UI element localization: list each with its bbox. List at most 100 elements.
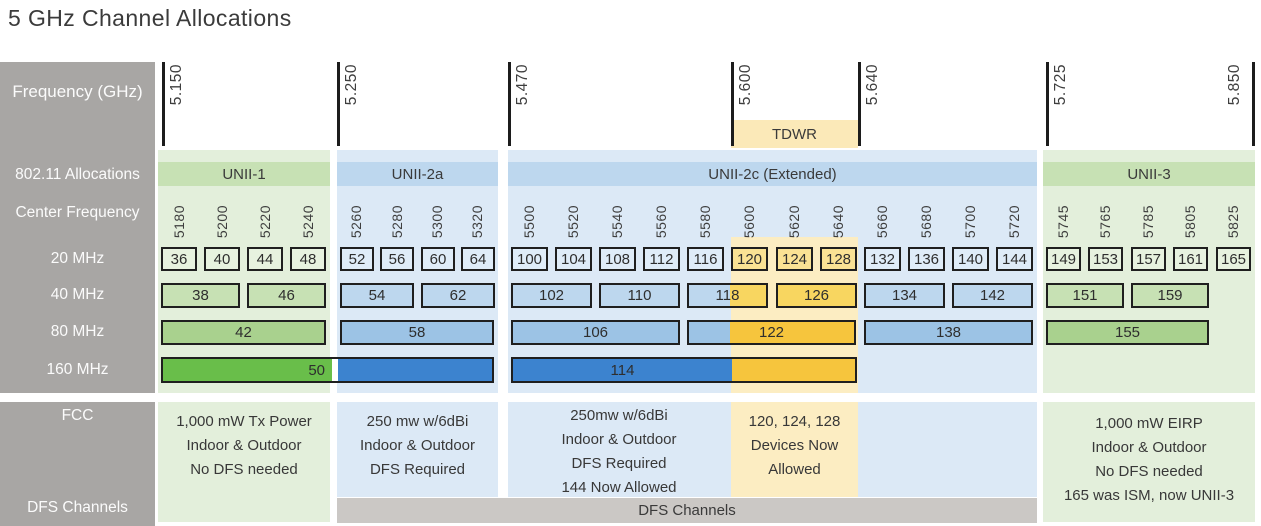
channel-80mhz-122: 122: [687, 320, 856, 345]
channel-20mhz-108: 108: [599, 247, 636, 271]
channel-80mhz-106: 106: [511, 320, 680, 345]
page-title: 5 GHz Channel Allocations: [8, 5, 292, 31]
channel-20mhz-48: 48: [290, 247, 326, 271]
dfs-channels-bar: DFS Channels: [337, 498, 1037, 523]
center-freq-5320: 5320: [469, 205, 485, 239]
channel-160mhz-114: 114: [511, 357, 857, 383]
center-freq-5720: 5720: [1006, 205, 1022, 239]
band-header-unii2a: UNII-2a: [337, 162, 498, 186]
segment-blue: 114: [513, 359, 732, 381]
fcc-line: 144 Now Allowed: [561, 479, 677, 496]
channel-40mhz-142: 142: [952, 283, 1033, 308]
fcc-line: 1,000 mW Tx Power: [176, 413, 312, 430]
channel-40mhz-54: 54: [340, 283, 414, 308]
band-header-unii2c: UNII-2c (Extended): [508, 162, 1037, 186]
row-label-panel-top: [0, 62, 155, 393]
fcc-line: Indoor & Outdoor: [186, 437, 302, 454]
tick-label-5600: 5.600: [737, 64, 754, 106]
tick-label-5250: 5.250: [343, 64, 360, 106]
center-freq-5520: 5520: [565, 205, 581, 239]
channel-label: 118: [715, 287, 740, 304]
center-freq-5680: 5680: [918, 205, 934, 239]
fcc-line: 1,000 mW EIRP: [1095, 415, 1203, 432]
center-freq-5620: 5620: [786, 205, 802, 239]
center-freq-5640: 5640: [830, 205, 846, 239]
center-freq-5500: 5500: [521, 205, 537, 239]
center-freq-5200: 5200: [214, 205, 230, 239]
center-freq-5280: 5280: [389, 205, 405, 239]
row-label-80mhz: 80 MHz: [50, 323, 105, 340]
tick-label-5640: 5.640: [864, 64, 881, 106]
row-label-center-frequency: Center Frequency: [15, 204, 140, 221]
row-label-dfs: DFS Channels: [27, 499, 128, 516]
channel-20mhz-36: 36: [161, 247, 197, 271]
row-label-frequency: Frequency (GHz): [12, 82, 143, 101]
row-label-fcc: FCC: [61, 407, 94, 424]
channel-20mhz-44: 44: [247, 247, 283, 271]
row-label-allocations: 802.11 Allocations: [15, 166, 140, 183]
channel-40mhz-151: 151: [1046, 283, 1124, 308]
channel-label: 122: [758, 324, 785, 341]
channel-20mhz-140: 140: [952, 247, 989, 271]
tick-label-5150: 5.150: [168, 64, 185, 106]
fcc-line: Indoor & Outdoor: [1091, 439, 1207, 456]
band-header-unii1: UNII-1: [158, 162, 330, 186]
channel-20mhz-153: 153: [1088, 247, 1123, 271]
center-freq-5540: 5540: [609, 205, 625, 239]
channel-20mhz-64: 64: [461, 247, 495, 271]
band-header-unii3: UNII-3: [1043, 162, 1255, 186]
tick-line-5640: [858, 62, 861, 146]
tick-line-5850: [1252, 62, 1255, 146]
center-freq-5805: 5805: [1182, 205, 1198, 239]
channel-20mhz-52: 52: [340, 247, 374, 271]
channel-40mhz-126: 126: [776, 283, 857, 308]
center-freq-5180: 5180: [171, 205, 187, 239]
segment-yellow: [730, 322, 854, 343]
fcc-line: No DFS needed: [190, 461, 298, 478]
row-label-20mhz: 20 MHz: [50, 250, 105, 267]
fcc-cell-unii2c-text: 250mw w/6dBi Indoor & Outdoor DFS Requir…: [508, 402, 730, 500]
fcc-cell-unii2a: 250 mw w/6dBi Indoor & Outdoor DFS Requi…: [337, 402, 498, 497]
channel-160mhz-50: 50: [161, 357, 494, 383]
channel-20mhz-132: 132: [864, 247, 901, 271]
channel-20mhz-128: 128: [820, 247, 857, 271]
fcc-line: Allowed: [768, 461, 821, 478]
fcc-line: DFS Required: [369, 461, 466, 478]
tick-line-5470: [508, 62, 511, 146]
channel-40mhz-102: 102: [511, 283, 592, 308]
center-freq-5260: 5260: [348, 205, 364, 239]
channel-20mhz-112: 112: [643, 247, 680, 271]
center-freq-5660: 5660: [874, 205, 890, 239]
segment-yellow: [732, 359, 855, 381]
row-label-40mhz: 40 MHz: [50, 286, 105, 303]
tick-label-5725: 5.725: [1052, 64, 1069, 106]
channel-20mhz-124: 124: [776, 247, 813, 271]
tdwr-region-label: TDWR: [731, 120, 858, 148]
band-column-unii3: [1043, 150, 1255, 393]
channel-20mhz-56: 56: [380, 247, 414, 271]
fcc-line: DFS Required: [571, 455, 667, 472]
channel-40mhz-38: 38: [161, 283, 240, 308]
channel-20mhz-40: 40: [204, 247, 240, 271]
channel-40mhz-134: 134: [864, 283, 945, 308]
tick-line-5150: [162, 62, 165, 146]
channel-40mhz-110: 110: [599, 283, 680, 308]
center-freq-5560: 5560: [653, 205, 669, 239]
channel-20mhz-157: 157: [1131, 247, 1166, 271]
center-freq-5240: 5240: [300, 205, 316, 239]
channel-20mhz-161: 161: [1173, 247, 1208, 271]
band-column-unii2a: [337, 150, 498, 393]
segment-green: 50: [163, 359, 332, 381]
fcc-line: No DFS needed: [1095, 463, 1203, 480]
center-freq-5600: 5600: [741, 205, 757, 239]
fcc-line: Indoor & Outdoor: [359, 437, 476, 454]
fcc-line: Indoor & Outdoor: [561, 431, 677, 448]
tick-label-5470: 5.470: [514, 64, 531, 106]
center-freq-5765: 5765: [1097, 205, 1113, 239]
channel-20mhz-116: 116: [687, 247, 724, 271]
center-freq-5220: 5220: [257, 205, 273, 239]
tick-line-5250: [337, 62, 340, 146]
segment-blue: [338, 359, 492, 381]
tick-line-5725: [1046, 62, 1049, 146]
channel-20mhz-104: 104: [555, 247, 592, 271]
